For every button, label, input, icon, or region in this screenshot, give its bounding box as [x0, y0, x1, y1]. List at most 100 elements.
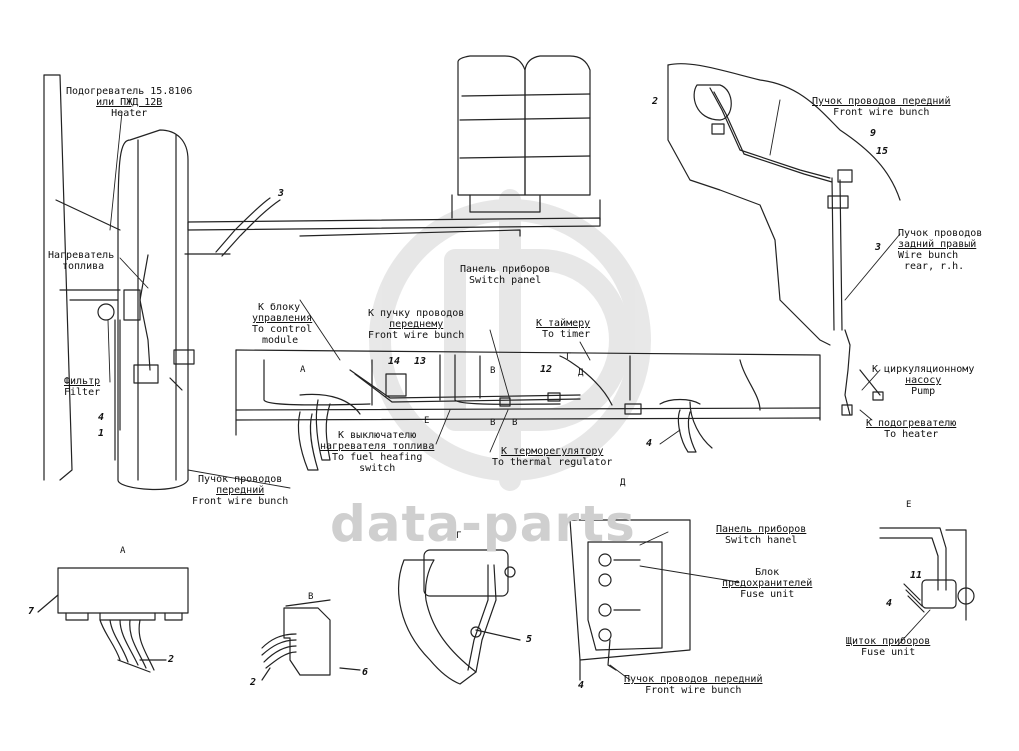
watermark-text: data-parts: [330, 495, 636, 553]
detail-g-drawing: [398, 549, 521, 685]
pump-line3: Pump: [911, 386, 936, 397]
rear-bunch-line4: rear, r.h.: [904, 261, 965, 272]
fuse-unit-line1: Блок: [755, 567, 780, 578]
front-bunch-mid-label: К пучку проводов переднему Front wire bu…: [368, 308, 464, 341]
control-module-line1: К блоку: [258, 302, 301, 313]
to-heater-line2: To heater: [884, 429, 939, 440]
view-arrow-g: Г: [566, 352, 572, 362]
part-number-15: 15: [876, 146, 889, 157]
part-number-4d: 4: [886, 598, 893, 609]
switch-hanel-label: Панель приборов Switch hanel: [716, 524, 806, 546]
rear-bunch-line3: Wire bunch: [898, 250, 959, 261]
shield-line1: Щиток приборов: [846, 636, 931, 647]
part-number-1: 1: [98, 428, 105, 439]
control-module-line4: module: [262, 335, 299, 346]
upper-right-view: [667, 63, 901, 416]
front-bunch-left-line3: Front wire bunch: [192, 496, 289, 507]
leader-lines: [107, 99, 931, 681]
front-bunch-mid-line2: переднему: [389, 319, 444, 330]
detail-b-drawing: [261, 599, 361, 681]
heater-label-line2: или ПЖД 12В: [96, 97, 163, 108]
front-bunch-left-line2: передний: [216, 485, 265, 496]
fuel-switch-line4: switch: [359, 463, 396, 474]
pump-line1: К циркуляционному: [872, 364, 975, 375]
pump-line2: насосу: [905, 375, 942, 386]
upper-wire-run: [184, 55, 601, 257]
front-bunch-right-label: Пучок проводов передний Front wire bunch: [812, 96, 950, 118]
fuse-unit-label: Блок предохранителей Fuse unit: [722, 567, 812, 600]
rear-bunch-label: Пучок проводов задний правый Wire bunch …: [898, 228, 982, 272]
section-e-title: Е: [906, 500, 912, 510]
control-module-label: К блоку управления To control module: [252, 302, 312, 346]
front-bunch-bottom-label: Пучок проводов передний Front wire bunch: [624, 674, 762, 696]
to-heater-line1: К подогревателю: [866, 418, 957, 429]
fuel-switch-label: К выключателю нагревателя топлива To fue…: [320, 430, 434, 474]
control-module-line3: To control: [252, 324, 313, 335]
part-number-9: 9: [870, 128, 877, 139]
view-arrow-d: Д: [578, 368, 584, 378]
rear-bunch-line2: задний правый: [898, 239, 977, 250]
front-bunch-left-label: Пучок проводов передний Front wire bunch: [192, 474, 288, 507]
switch-panel-line2: Switch panel: [469, 275, 542, 286]
part-number-3a: 3: [278, 188, 285, 199]
detail-a-drawing: [37, 567, 189, 673]
filter-label-line1: Фильтр: [64, 376, 101, 387]
switch-hanel-line2: Switch hanel: [725, 535, 798, 546]
timer-line1: К таймеру: [536, 318, 591, 329]
fuse-unit-line2: предохранителей: [722, 578, 813, 589]
front-bunch-mid-line1: К пучку проводов: [368, 308, 465, 319]
front-bunch-right-line1: Пучок проводов передний: [812, 96, 951, 107]
left-cab-view: [43, 74, 195, 490]
part-number-4a: 4: [98, 412, 105, 423]
thermal-line1: К терморегулятору: [501, 446, 604, 457]
heater-label-line3: Heater: [111, 108, 148, 119]
shield-line2: Fuse unit: [861, 647, 916, 658]
fuel-heater-label-line2: топлива: [62, 261, 105, 272]
thermal-label: К терморегулятору To thermal regulator: [492, 446, 612, 468]
rear-bunch-line1: Пучок проводов: [898, 228, 983, 239]
fuel-heater-label: Нагреватель топлива: [48, 250, 114, 272]
thermal-line2: To thermal regulator: [492, 457, 613, 468]
fuel-switch-line2: нагревателя топлива: [320, 441, 435, 452]
front-bunch-right-line2: Front wire bunch: [833, 107, 930, 118]
to-heater-label: К подогревателю To heater: [866, 418, 956, 440]
control-module-line2: управления: [252, 313, 313, 324]
switch-panel-line1: Панель приборов: [460, 264, 551, 275]
front-bunch-bottom-line1: Пучок проводов передний: [624, 674, 763, 685]
part-number-4b: 4: [646, 438, 653, 449]
part-number-4c: 4: [578, 680, 585, 691]
section-d-title: Д: [620, 478, 626, 488]
fuel-switch-line3: To fuel heafing: [332, 452, 423, 463]
part-number-12: 12: [540, 364, 553, 375]
filter-label: Фильтр Filter: [64, 376, 100, 398]
filter-label-line2: Filter: [64, 387, 101, 398]
part-number-6: 6: [362, 667, 369, 678]
middle-chassis-view: [235, 349, 821, 471]
timer-line2: To timer: [542, 329, 591, 340]
fuse-unit-line3: Fuse unit: [740, 589, 795, 600]
front-bunch-left-line1: Пучок проводов: [198, 474, 283, 485]
view-arrow-b1: В: [490, 366, 496, 376]
part-number-3b: 3: [875, 242, 882, 253]
part-number-14: 14: [388, 356, 401, 367]
view-arrow-b3: В: [512, 418, 518, 428]
switch-panel-label: Панель приборов Switch panel: [460, 264, 550, 286]
shield-label: Щиток приборов Fuse unit: [846, 636, 930, 658]
fuel-heater-label-line1: Нагреватель: [48, 250, 115, 261]
section-g-title: Г: [456, 531, 462, 541]
heater-label-line1: Подогреватель 15.8106: [66, 86, 193, 97]
section-a-title: А: [120, 546, 126, 556]
front-bunch-mid-line3: Front wire bunch: [368, 330, 465, 341]
heater-label: Подогреватель 15.8106 или ПЖД 12В Heater: [66, 86, 192, 119]
part-number-2c: 2: [250, 677, 257, 688]
view-arrow-b2: В: [490, 418, 496, 428]
front-bunch-bottom-line2: Front wire bunch: [645, 685, 742, 696]
section-b-title: В: [308, 592, 314, 602]
fuel-switch-line1: К выключателю: [338, 430, 417, 441]
view-arrow-e: Е: [424, 416, 430, 426]
part-number-11: 11: [910, 570, 923, 581]
part-number-5: 5: [526, 634, 533, 645]
timer-label: К таймеру To timer: [536, 318, 590, 340]
part-number-7: 7: [28, 606, 35, 617]
